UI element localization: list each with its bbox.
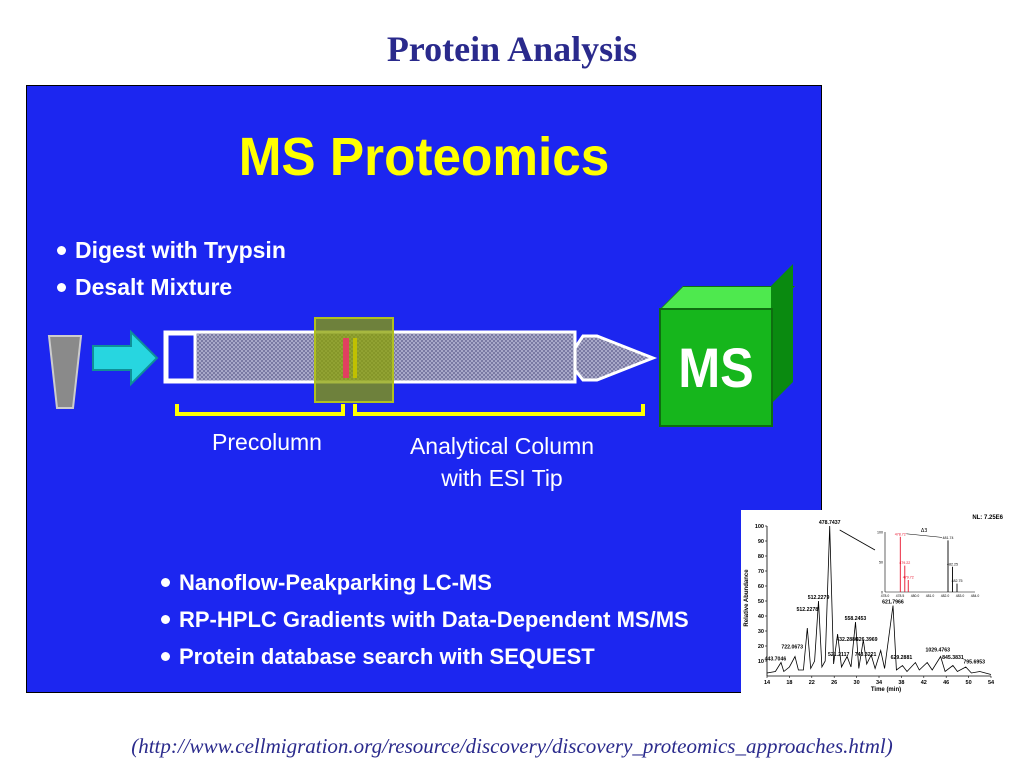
peak-label: 629.2881 [891, 655, 913, 661]
inset-x-tick-label: 478.5 [896, 594, 905, 598]
chart-y-axis-label: Relative Abundance [744, 569, 750, 627]
inset-y-tick-label: 0 [881, 591, 883, 595]
peak-label: 512.2279 [808, 595, 830, 601]
peak-label: 743.3221 [855, 652, 877, 658]
inset-x-tick-label: 482.0 [941, 594, 950, 598]
precolumn-label: Precolumn [212, 429, 322, 455]
peak-label: 521.2117 [828, 652, 849, 658]
chart-marks: 478.7437 512.2279 512.2278 558.2453 621.7966… [765, 520, 992, 675]
chart-y-tick-label: 70 [758, 569, 764, 575]
chart-y-tick-label: 30 [758, 629, 764, 635]
inset-y-tick-label: 50 [879, 561, 883, 565]
top-bullet-list: Digest with Trypsin Desalt Mixture [55, 232, 286, 306]
analytical-column-label: Analytical Column with ESI Tip [377, 430, 627, 494]
chart-axes: 14 18 22 26 30 34 38 42 46 50 54 10 20 30 40 50 60 70 80 90… [755, 524, 995, 686]
ms-box: MS [659, 308, 773, 427]
chart-x-axis-label: Time (min) [871, 687, 901, 693]
chart-y-tick-label: 80 [758, 554, 764, 560]
column-diagram [47, 317, 658, 416]
inset-x-tick-label: 483.0 [956, 594, 965, 598]
chart-x-tick-label: 54 [988, 680, 995, 686]
inset-stick-label: 479.72 [903, 576, 914, 580]
peak-label: 512.2278 [796, 607, 818, 613]
analytical-column-bracket [353, 404, 645, 416]
peak-label: 1029.4763 [926, 648, 951, 654]
chart-y-tick-label: 50 [758, 599, 764, 605]
peak-label: 722.0673 [781, 645, 803, 651]
peak-label: 443.7046 [765, 657, 787, 663]
bullet-desalt: Desalt Mixture [55, 269, 286, 306]
precolumn-bracket [175, 404, 345, 416]
inset-stick-label: 481.74 [943, 536, 954, 540]
chart-x-tick-label: 18 [786, 680, 792, 686]
ms-box-side [771, 264, 793, 404]
bullet-sequest: Protein database search with SEQUEST [159, 638, 689, 675]
slide-panel: MS Proteomics Digest with Trypsin Desalt… [26, 85, 822, 693]
esi-tip-icon [573, 334, 658, 382]
chart-x-tick-label: 22 [809, 680, 815, 686]
peak-label: 621.7966 [882, 600, 904, 606]
analytical-column-label-line2: with ESI Tip [441, 465, 563, 491]
chart-nl-label: NL: 7.25E6 [972, 515, 1003, 521]
chart-x-tick-label: 50 [966, 680, 972, 686]
inset-x-tick-label: 481.0 [926, 594, 935, 598]
chart-x-tick-label: 14 [764, 680, 771, 686]
chart-x-tick-label: 26 [831, 680, 837, 686]
flow-arrow-icon [92, 329, 159, 387]
bullet-nanoflow: Nanoflow-Peakparking LC-MS [159, 564, 689, 601]
chart-x-tick-label: 30 [854, 680, 860, 686]
bullet-digest: Digest with Trypsin [55, 232, 286, 269]
chart-x-tick-label: 46 [943, 680, 949, 686]
chromatogram-svg: NL: 7.25E6 Relative Abundance Time (min)… [744, 515, 1004, 693]
inset-stick-label: 482.25 [947, 562, 958, 566]
bullet-rp-hplc: RP-HPLC Gradients with Data-Dependent MS… [159, 601, 689, 638]
chart-x-tick-label: 34 [876, 680, 883, 686]
chart-y-tick-label: 40 [758, 614, 764, 620]
chart-x-tick-label: 42 [921, 680, 927, 686]
chart-x-tick-label: 38 [898, 680, 904, 686]
inset-y-tick-label: 100 [877, 531, 883, 535]
precolumn-frit [343, 338, 349, 378]
chart-y-tick-label: 60 [758, 584, 764, 590]
page-title: Protein Analysis [386, 29, 638, 69]
inset-stick-label: 478.72 [895, 532, 906, 536]
chart-y-tick-label: 10 [758, 659, 764, 665]
inset-pointer-line [839, 529, 876, 551]
sample-funnel-icon [47, 335, 83, 409]
peak-label: 795.6953 [963, 660, 985, 666]
analytical-column-label-line1: Analytical Column [409, 433, 595, 459]
chart-y-tick-label: 20 [758, 644, 764, 650]
inset-stick-label: 482.75 [952, 579, 963, 583]
bottom-bullet-list: Nanoflow-Peakparking LC-MS RP-HPLC Gradi… [159, 564, 689, 675]
slide-title: MS Proteomics [238, 127, 610, 187]
inset-x-tick-label: 484.0 [971, 594, 980, 598]
column-inlet [165, 332, 197, 382]
inset-stick-label: 479.22 [899, 561, 910, 565]
chromatogram-trace [766, 525, 992, 675]
peak-label: 432.2886 [836, 637, 858, 643]
chart-y-tick-label: 100 [755, 524, 764, 530]
inset-delta-line [906, 533, 943, 538]
source-url: (http://www.cellmigration.org/resource/d… [131, 734, 893, 758]
inset-delta-label: Δ3 [921, 528, 928, 534]
chromatogram-chart: NL: 7.25E6 Relative Abundance Time (min)… [741, 510, 1007, 694]
ms-label: MS [678, 336, 754, 399]
peak-label: 826.3969 [856, 637, 878, 643]
inset-x-tick-label: 478.0 [881, 594, 890, 598]
inset-x-tick-label: 480.0 [911, 594, 920, 598]
peak-label: 845.3831 [942, 655, 964, 661]
peak-label: 558.2453 [845, 616, 867, 622]
precolumn-frit-right [353, 338, 357, 378]
chart-y-tick-label: 90 [758, 539, 764, 545]
peak-label: 478.7437 [819, 520, 841, 526]
inset-spectrum: 0 50 100 478.0 478.5 480.0 481.0 482.0 483.0 484.… [877, 528, 979, 598]
